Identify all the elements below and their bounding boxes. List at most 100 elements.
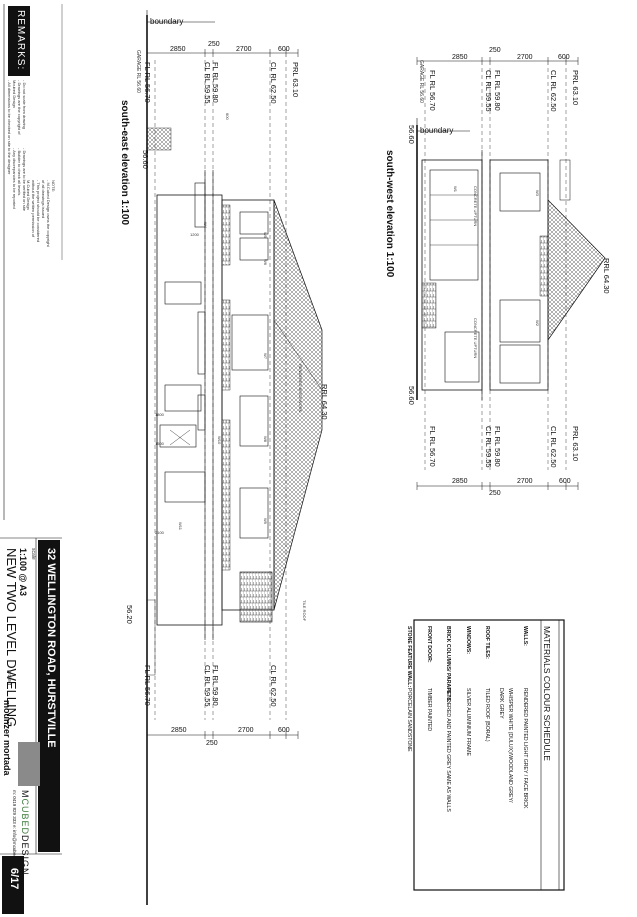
se-brick-parapet <box>221 419 231 571</box>
sw-ridge: RRL 64.30 <box>602 258 611 294</box>
sw-dim-top-2: 250 <box>489 47 501 54</box>
title-block-address: 32 WELLINGTON ROAD, HURSTVILLE <box>45 548 57 748</box>
sw-entry-column <box>421 282 437 329</box>
sw-dim-bottom-2: 250 <box>489 490 501 497</box>
se-garage-door <box>239 571 273 623</box>
title-block-scale-label: scale <box>30 548 36 560</box>
se-level-top-3: FL RL 59.80 <box>211 62 220 103</box>
sw-dim-bottom-4: 600 <box>559 478 571 485</box>
se-dim-top-1: 2850 <box>170 46 186 53</box>
se-window-tag: W10 <box>217 436 222 445</box>
se-dim-bottom-4: 250 <box>206 740 218 747</box>
materials-row: WINDOWS:SILVER ALUMINIUM FRAME <box>465 626 471 756</box>
se-annotation: 1800 <box>155 412 164 417</box>
se-roof <box>273 199 323 611</box>
sw-level-top-1: FL RL 56.70 <box>428 70 437 111</box>
boundary-label-sw: boundary <box>420 126 454 135</box>
materials-row: WHISPER WHITE (DULUX)/WOODLAND GREY/ <box>507 688 514 803</box>
sw-brick-parapet <box>539 235 549 297</box>
se-level-top-5: PRL 63.10 <box>291 62 300 98</box>
se-window <box>164 384 202 412</box>
sw-level-bottom-2: CL RL 59.55 <box>484 426 493 468</box>
sw-window <box>499 299 541 343</box>
se-window-tag: W4 <box>203 222 208 228</box>
se-title: south-east elevation 1:100 <box>119 100 130 226</box>
se-annotation: 2100 <box>155 530 164 535</box>
se-window-tag: W11 <box>178 522 183 530</box>
sw-roof <box>547 199 606 342</box>
se-ridge: RRL 64.30 <box>320 384 329 420</box>
se-level-bottom-3: FL RL 59.80 <box>211 665 220 706</box>
sw-concrete-note: CONCRETE UPTURN <box>473 186 478 227</box>
materials-row: WALLS:RENDERED PAINTED LIGHT GREY / FACE… <box>522 626 528 809</box>
se-window <box>239 237 269 261</box>
sw-level-top-5: PRL 63.10 <box>571 70 580 106</box>
sw-window <box>499 344 541 384</box>
materials-frame <box>413 619 565 891</box>
remarks-header <box>8 6 30 76</box>
se-dim-top-4: 600 <box>278 46 290 53</box>
materials-table: WALLS:RENDERED PAINTED LIGHT GREY / FACE… <box>401 626 536 812</box>
se-ground-right: 56.20 <box>125 605 134 624</box>
se-window-tag: W8 <box>263 436 268 442</box>
materials-row: BRICK COLUMNS/ PARAPETS:RENDERED AND PAI… <box>445 626 452 812</box>
sw-level-bottom-1: FL RL 56.70 <box>428 426 437 467</box>
se-level-top-4: CL RL 62.50 <box>269 62 278 104</box>
se-window <box>164 471 206 503</box>
remarks-col1: - Do not scale from drawing- Drawings ar… <box>7 80 27 147</box>
sheet-number: 6/17 <box>8 868 20 890</box>
se-window-tag: W9 <box>263 518 268 524</box>
se-window <box>197 311 206 375</box>
se-window <box>194 182 206 228</box>
sw-concrete-note: CONCRETE UPTURN <box>473 318 478 359</box>
title-block-address-bar <box>38 540 60 852</box>
materials-row: DARK GREY <box>498 688 505 719</box>
materials-row: STONE FEATURE WALL:PORCELAIN SANDSTONE <box>406 626 413 752</box>
se-brick-parapet <box>221 204 231 266</box>
title-block-scale: 1:100 @ A3 <box>18 548 28 596</box>
remarks-col3: NOTE:- M.Cubed Design owns the copyright… <box>26 180 56 247</box>
se-ground-floor-wall <box>156 194 223 626</box>
se-window <box>197 394 206 431</box>
firm-logo <box>18 742 40 786</box>
se-ground-left: 56.60 <box>141 150 150 169</box>
se-dim-top-3: 2700 <box>236 46 252 53</box>
se-window <box>159 424 197 448</box>
sw-ground-right: 56.60 <box>407 386 416 405</box>
se-window <box>239 395 269 447</box>
se-dim-top-2: 250 <box>208 41 220 48</box>
sheet-number-box <box>2 856 24 914</box>
se-level-top-1: FL RL 56.70 <box>143 62 152 103</box>
se-window-tag: W5 <box>263 232 268 238</box>
sw-level-bottom-5: PRL 63.10 <box>571 426 580 462</box>
sw-window-tag: W2 <box>535 320 540 326</box>
sw-dim-bottom-1: 2850 <box>452 478 468 485</box>
sw-dim-top-3: 2700 <box>517 54 533 61</box>
sw-window-tag: W3 <box>535 190 540 196</box>
sw-level-top-4: CL RL 62.50 <box>549 70 558 112</box>
sw-level-top-2: CL RL 59.55 <box>484 70 493 112</box>
se-level-bottom-1: FL RL 56.70 <box>143 665 152 706</box>
materials-row: ROOF TILES:TILED ROOF (BORAL) <box>484 626 491 742</box>
se-dim-bottom-2: 2700 <box>238 727 254 734</box>
se-window-tag: W7 <box>263 353 268 359</box>
se-level-bottom-4: CL RL 62.50 <box>269 665 278 707</box>
title-block-client: mounzer mortada <box>2 700 12 776</box>
se-dim-bottom-3: 600 <box>278 727 290 734</box>
sw-garage-door <box>429 169 479 281</box>
sw-ground-left: 56.60 <box>407 125 416 144</box>
remarks-heading: REMARKS: <box>15 10 26 71</box>
se-retaining-wall <box>146 127 172 151</box>
se-fence <box>146 599 156 676</box>
se-window-mullion <box>169 429 191 446</box>
sw-dim-top-1: 2850 <box>452 54 468 61</box>
se-roof-hip <box>273 319 323 391</box>
se-window-tag: W6 <box>263 259 268 265</box>
sw-chimney <box>559 159 571 201</box>
se-dim-bottom-1: 2850 <box>171 727 187 734</box>
sw-window-tag: W1 <box>453 186 458 192</box>
materials-title-frame <box>540 619 560 891</box>
boundary-label-se: boundary <box>150 17 184 26</box>
materials-row: FRONT DOOR:TIMBER PAINTED <box>426 626 432 732</box>
